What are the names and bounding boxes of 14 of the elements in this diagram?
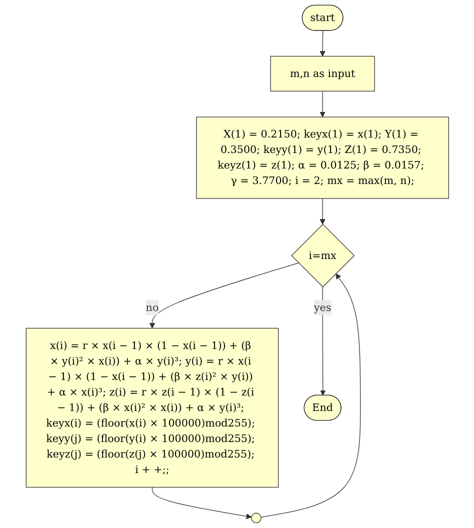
edge-label: yes [314, 301, 331, 314]
arrow [319, 90, 326, 118]
node-diamond: i=mx [290, 224, 354, 288]
edge-label: no [145, 301, 158, 314]
arrow [320, 286, 326, 396]
node-box: x(i) = r × x(i − 1) × (1 − x(i − 1)) + (β × y(i)² × x(i)) + α × y(i)³; y(i) = r × x(i − 1) × (1 − x(i − 1)) + (β × z(i)² × y(i)) + α × x(i)³; z(i) = r × z(i − 1) × (1 − z(i − 1)) + (β × x(i)² × x(i)) + α × y(i)³; keyx(i) = (floor(x(i) × 100000)mod255); keyy(j) = (floor(y(i) × 100000)mod255); keyz(j) = (floor(z(j) × 100000)mod255); i + +;; [25, 328, 278, 488]
arrow [148, 262, 299, 328]
arrow [319, 30, 326, 56]
arrow [260, 273, 360, 518]
node-circle [250, 512, 262, 524]
arrow [319, 198, 326, 225]
node-box: m,n as input [270, 56, 374, 92]
node-box: X(1) = 0.2150; keyx(1) = x(1); Y(1) = 0.3500; keyy(1) = y(1); Z(1) = 0.7350; keyz(1) = z(1); α = 0.0125; β = 0.0157; γ = 3.7700; i = 2; mx = max(m, n); [196, 116, 449, 199]
arrow [152, 486, 252, 520]
